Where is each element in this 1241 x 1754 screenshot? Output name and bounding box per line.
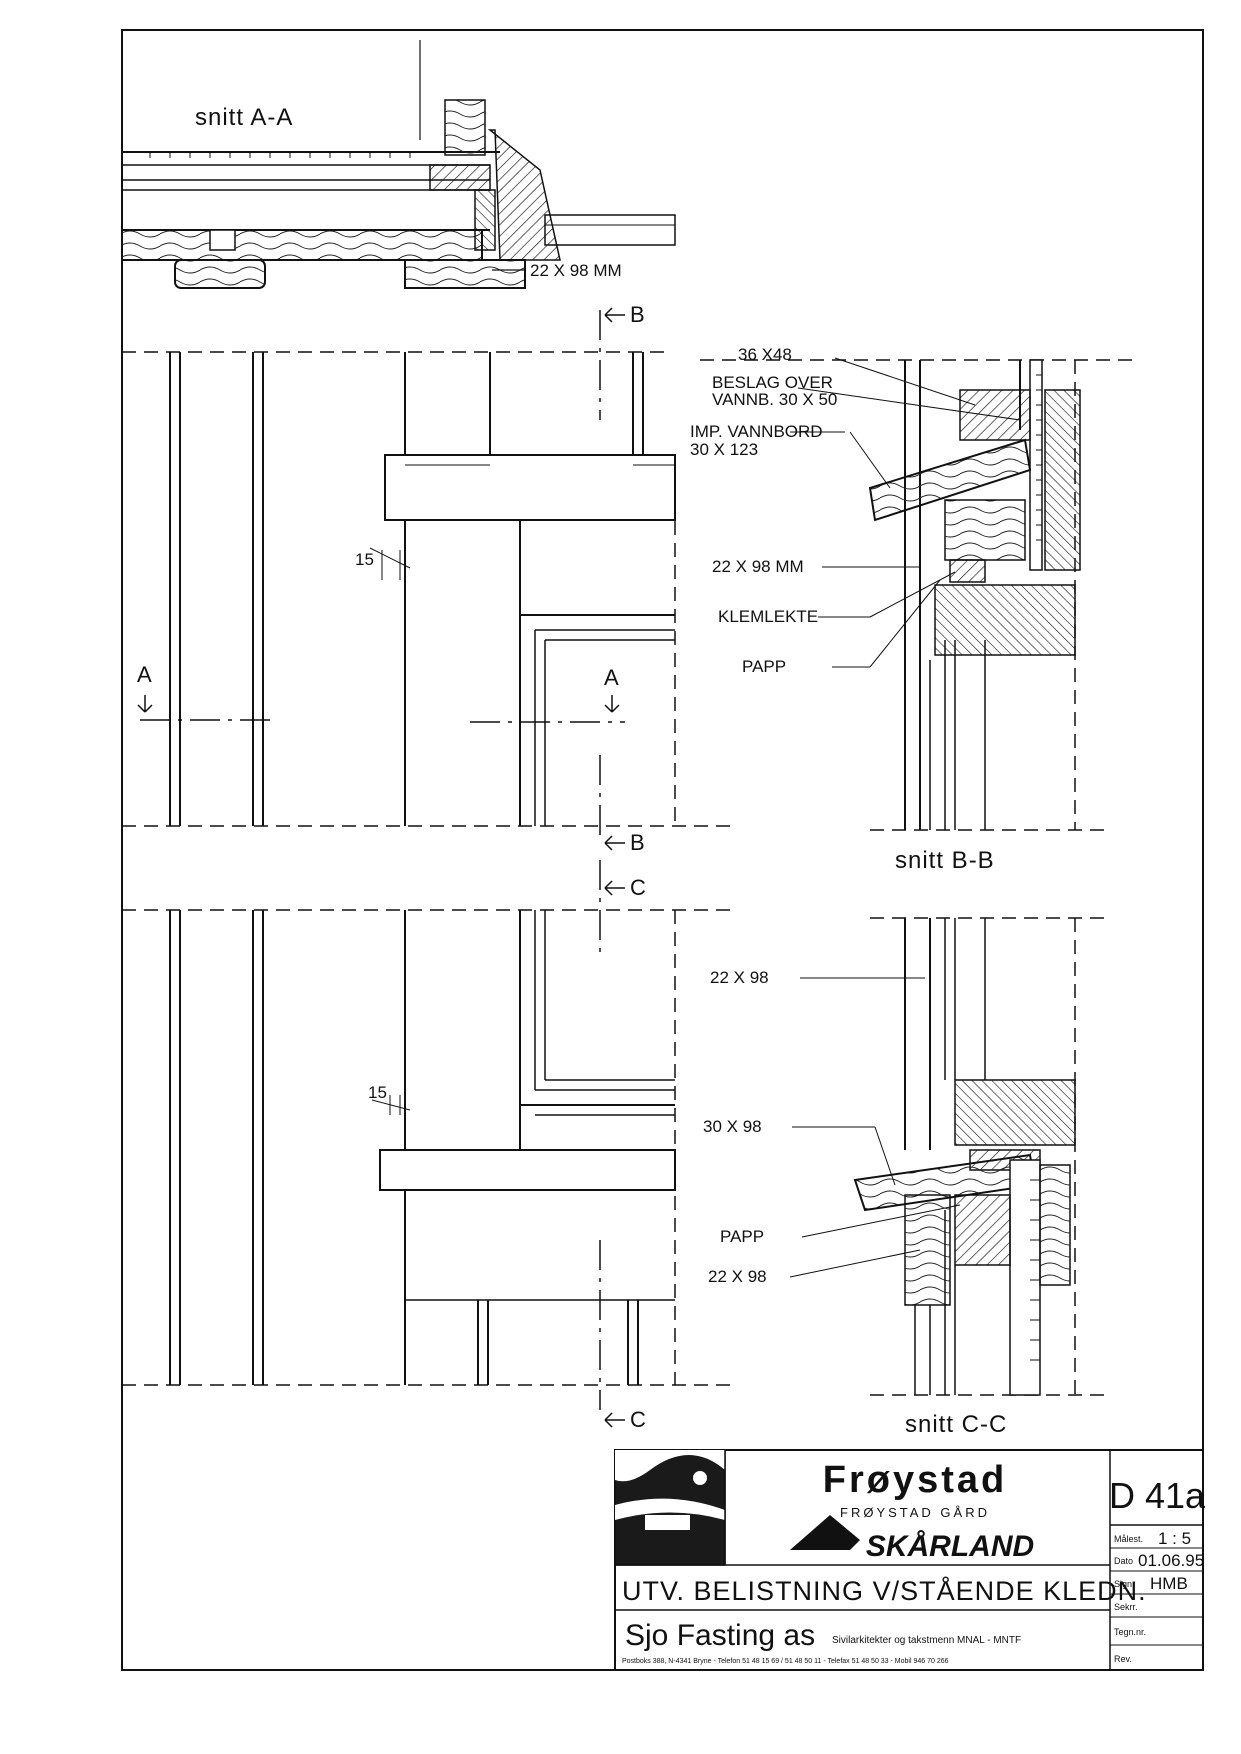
firm-address: Postboks 388, N-4341 Bryne - Telefon 51 … xyxy=(622,1658,949,1665)
label-aa-board: 22 X 98 MM xyxy=(530,261,622,280)
label-cc-30x98: 30 X 98 xyxy=(703,1117,762,1136)
row-label-sekrr: Sekrr. xyxy=(1114,1602,1138,1612)
cut-marker-b-top: B xyxy=(630,302,645,327)
drawing-number: D 41a xyxy=(1109,1475,1206,1516)
label-bb-klemlekte: KLEMLEKTE xyxy=(718,607,818,626)
section-bb-title: snitt B-B xyxy=(895,847,995,874)
section-cc xyxy=(789,917,1110,1396)
row-label-tegnnr: Tegn.nr. xyxy=(1114,1627,1146,1637)
elevation-upper xyxy=(122,310,730,840)
row-value-date: 01.06.95 xyxy=(1138,1551,1204,1570)
label-bb-beslag-2: VANNB. 30 X 50 xyxy=(712,390,837,409)
label-bb-imp-1: IMP. VANNBORD xyxy=(690,422,823,441)
cut-marker-a-left: A xyxy=(137,662,152,687)
dim-15-lower: 15 xyxy=(368,1083,387,1102)
section-aa-title: snitt A-A xyxy=(195,104,293,131)
label-bb-board: 22 X 98 MM xyxy=(712,557,804,576)
section-bb xyxy=(700,357,1140,831)
dim-15-upper: 15 xyxy=(355,550,374,569)
row-label-date: Dato xyxy=(1114,1556,1133,1566)
label-bb-36x48: 36 X48 xyxy=(738,345,792,364)
label-bb-imp-2: 30 X 123 xyxy=(690,440,758,459)
row-value-scale: 1 : 5 xyxy=(1158,1529,1191,1548)
elevation-lower xyxy=(122,860,730,1410)
logo-sun-icon xyxy=(693,1471,707,1485)
label-cc-board-top: 22 X 98 xyxy=(710,968,769,987)
title-block xyxy=(614,1449,1204,1671)
row-value-sign: HMB xyxy=(1150,1574,1188,1593)
cut-marker-b-bottom: B xyxy=(630,830,645,855)
cut-marker-c-bottom: C xyxy=(630,1407,646,1432)
project-logo-text: Frøystad xyxy=(823,1459,1007,1501)
brand-name: SKÅRLAND xyxy=(866,1530,1034,1563)
sheet-border xyxy=(121,29,1204,1671)
row-label-rev: Rev. xyxy=(1114,1654,1132,1664)
project-subtitle: FRØYSTAD GÅRD xyxy=(840,1505,990,1520)
section-cc-title: snitt C-C xyxy=(905,1411,1007,1438)
row-label-scale: Målest. xyxy=(1114,1534,1143,1544)
cut-marker-c-top: C xyxy=(630,875,646,900)
drawing-title: UTV. BELISTNING V/STÅENDE KLEDN. xyxy=(622,1575,1147,1606)
firm-name: Sjo Fasting as xyxy=(625,1619,815,1652)
row-label-sign: Sign. xyxy=(1114,1579,1135,1589)
label-bb-papp: PAPP xyxy=(742,657,786,676)
firm-description: Sivilarkitekter og takstmenn MNAL - MNTF xyxy=(832,1635,1021,1646)
label-cc-papp: PAPP xyxy=(720,1227,764,1246)
section-aa: snitt A-A 22 X 98 MM xyxy=(121,40,676,289)
label-bb-beslag-1: BESLAG OVER xyxy=(712,373,833,392)
brand-roof-icon xyxy=(790,1515,860,1550)
label-cc-board-bottom: 22 X 98 xyxy=(708,1267,767,1286)
cut-marker-a-right: A xyxy=(604,665,619,690)
